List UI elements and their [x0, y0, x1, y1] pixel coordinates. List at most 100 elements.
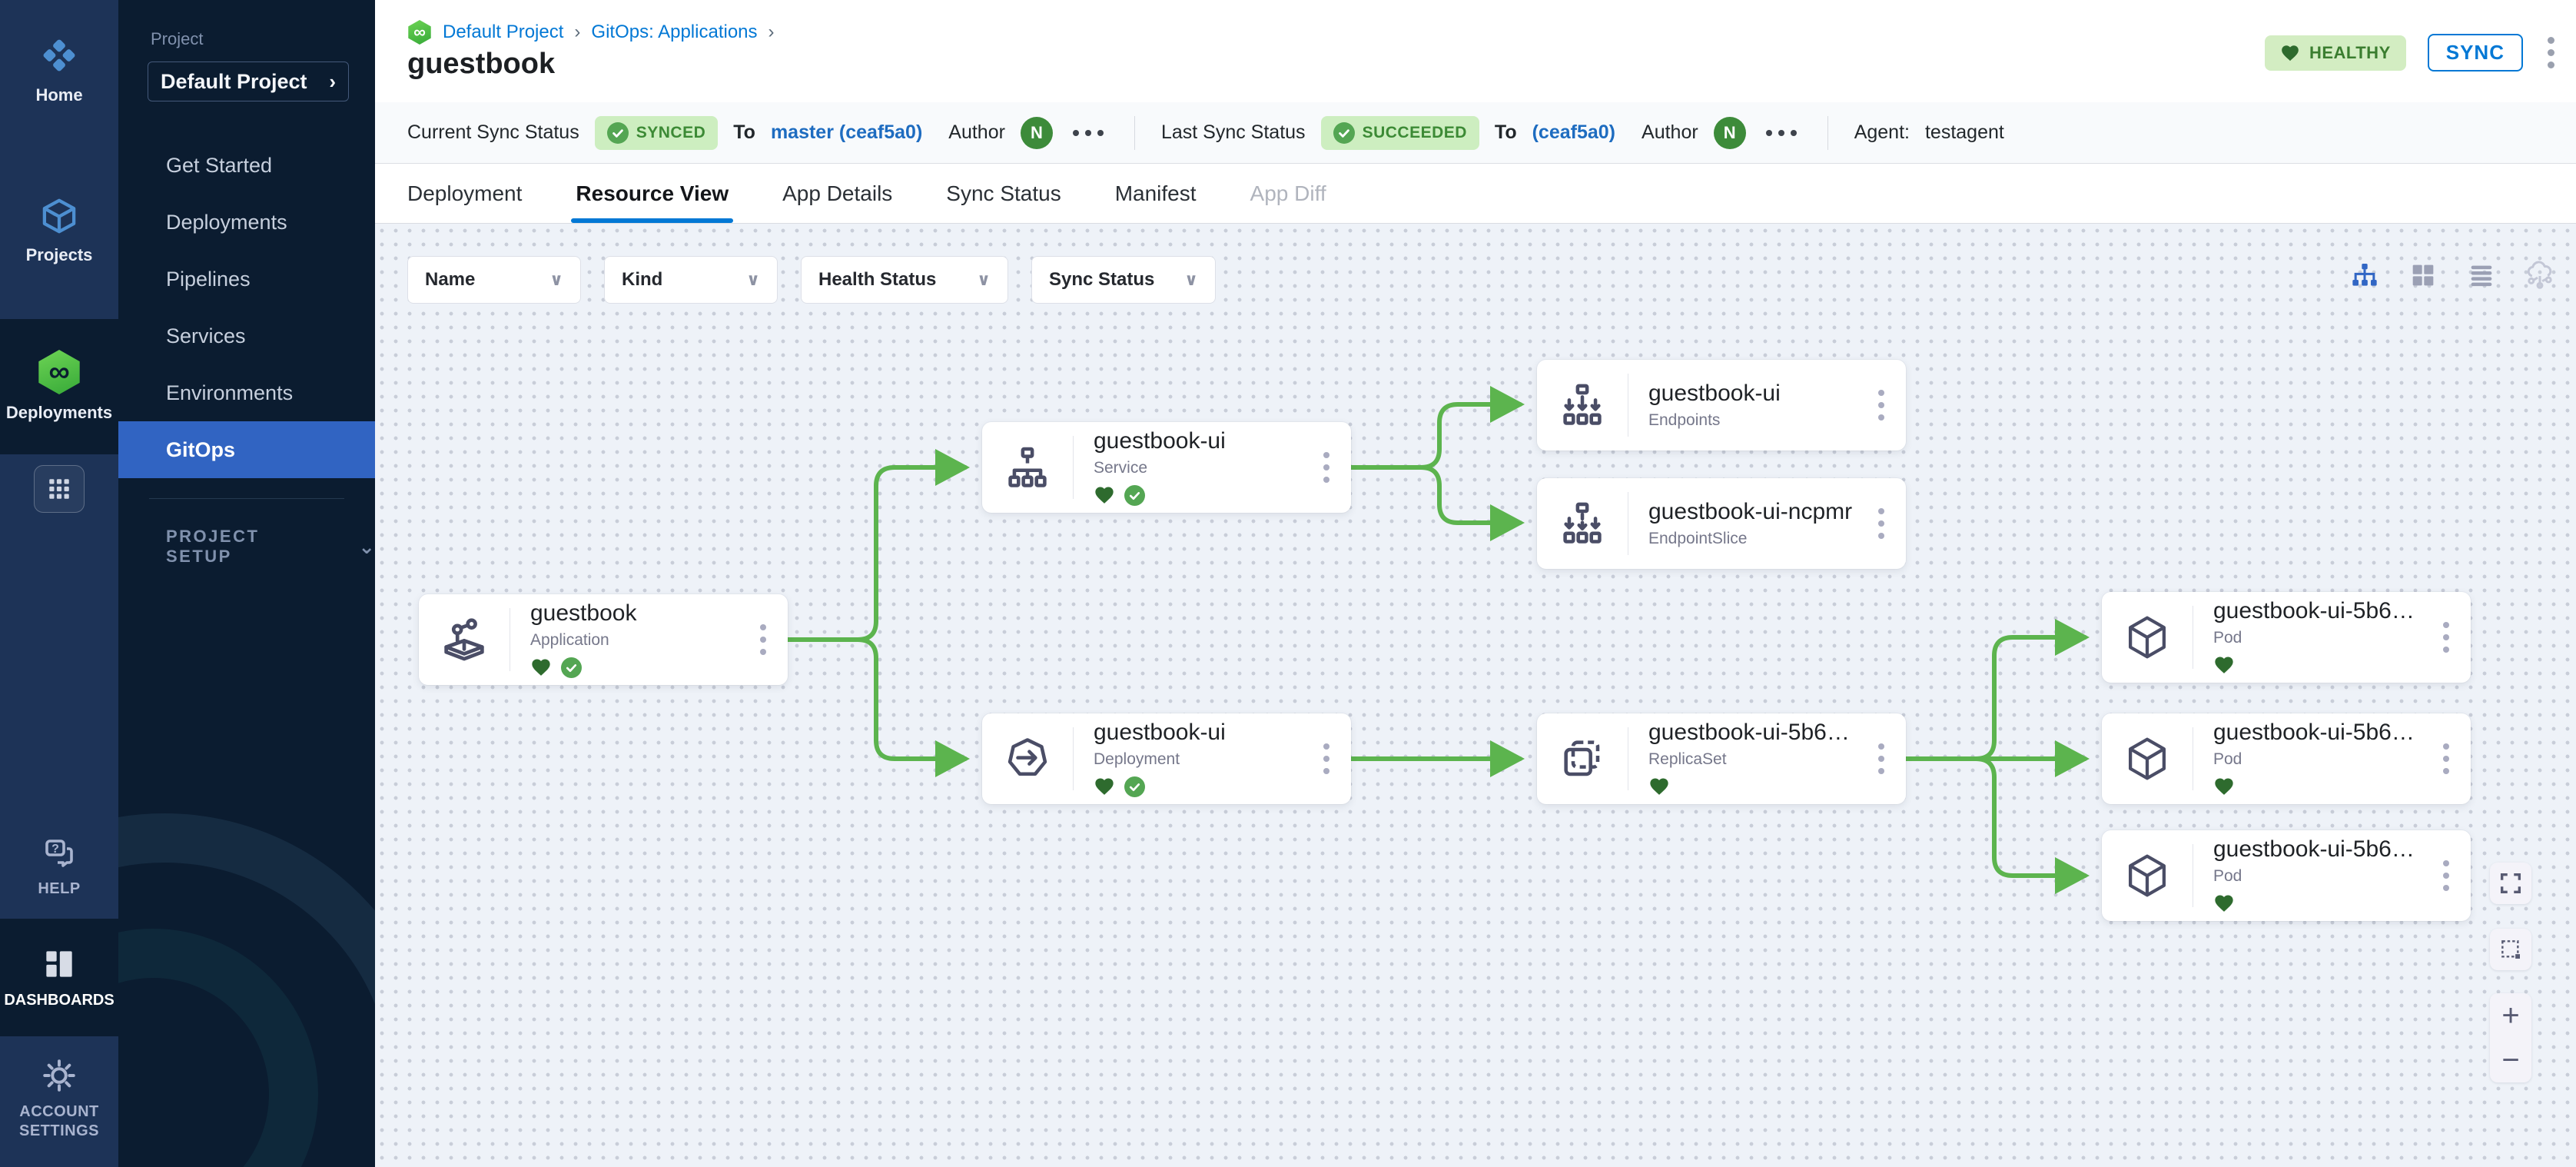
app-menu-button[interactable] — [2544, 34, 2558, 71]
fullscreen-button[interactable] — [2490, 863, 2531, 904]
node-application-guestbook[interactable]: guestbook Application — [419, 594, 788, 685]
page-title: guestbook — [407, 48, 556, 80]
last-sync-target-link[interactable]: (ceaf5a0) — [1532, 121, 1616, 143]
sidebar-label-deployments: Deployments — [5, 403, 113, 422]
nav-item-environments[interactable]: Environments — [166, 381, 294, 404]
node-endpointslice-guestbook-ui-ncpmr[interactable]: guestbook-ui-ncpmr EndpointSlice — [1537, 478, 1906, 569]
resource-kind: Pod — [2213, 629, 2242, 647]
node-menu-button[interactable] — [1874, 385, 1889, 425]
nav-item-services[interactable]: Services — [166, 324, 246, 347]
resource-kind: Service — [1094, 459, 1148, 477]
tree-view-icon — [2352, 264, 2377, 286]
node-replicaset-guestbook-ui-5b64f69597[interactable]: guestbook-ui-5b64f69597 ReplicaSet — [1537, 713, 1906, 804]
healthy-heart-icon — [2213, 776, 2235, 797]
resource-name: guestbook-ui — [1648, 381, 1781, 406]
dashboards-icon — [46, 951, 72, 977]
marquee-select-button[interactable] — [2490, 929, 2531, 970]
nav-item-get-started[interactable]: Get Started — [166, 153, 273, 177]
breadcrumb-separator: › — [574, 22, 581, 42]
sync-button[interactable]: SYNC — [2427, 34, 2523, 71]
project-setup-label: PROJECT SETUP — [166, 527, 260, 566]
node-menu-button[interactable] — [2438, 617, 2454, 657]
sidebar-item-deployments[interactable]: ∞ Deployments — [0, 319, 118, 454]
tab-manifest[interactable]: Manifest — [1114, 181, 1197, 205]
gear-icon — [43, 1059, 75, 1092]
nav-item-pipelines[interactable]: Pipelines — [166, 267, 251, 291]
resource-tree-canvas[interactable]: Name∨ Kind∨ Health Status∨ Sync Status∨ — [375, 224, 2576, 1167]
author-avatar[interactable]: N — [1713, 116, 1746, 149]
node-pod-2[interactable]: guestbook-ui-5b64f6959... Pod — [2102, 713, 2471, 804]
resource-kind: Deployment — [1094, 750, 1180, 768]
node-service-guestbook-ui[interactable]: guestbook-ui Service — [982, 422, 1351, 513]
zoom-out-button[interactable]: − — [2501, 1043, 2520, 1077]
sidebar-item-account-settings[interactable]: ACCOUNT SETTINGS — [0, 1036, 118, 1167]
author-avatar[interactable]: N — [1020, 116, 1053, 149]
edge-app-deployment — [785, 637, 970, 777]
resource-name: guestbook-ui-ncpmr — [1648, 499, 1853, 524]
author-label: Author — [1642, 121, 1698, 143]
commit-details-button[interactable] — [1068, 125, 1108, 141]
sidebar-item-dashboards[interactable]: DASHBOARDS — [0, 919, 118, 1036]
node-menu-button[interactable] — [1874, 504, 1889, 544]
chevron-down-icon: ∨ — [549, 270, 563, 289]
sidebar-watermark — [118, 929, 318, 1167]
node-menu-button[interactable] — [1319, 739, 1334, 779]
endpointslice-icon — [1537, 499, 1628, 548]
sidebar-watermark — [118, 813, 375, 1167]
chevron-down-icon: ∨ — [746, 270, 760, 289]
grid-view-toggle[interactable] — [2407, 259, 2439, 291]
agent-label: Agent: — [1854, 121, 1910, 143]
resource-name: guestbook-ui-5b64f6959... — [2213, 836, 2471, 862]
resource-kind: Pod — [2213, 867, 2242, 885]
filter-health-status-dropdown[interactable]: Health Status∨ — [801, 256, 1008, 304]
node-pod-3[interactable]: guestbook-ui-5b64f6959... Pod — [2102, 830, 2471, 921]
project-nav: Get Started Deployments Pipelines Servic… — [118, 137, 375, 478]
breadcrumb-project-link[interactable]: Default Project — [443, 22, 564, 42]
sidebar-item-home[interactable]: Home — [0, 14, 118, 126]
tab-deployment[interactable]: Deployment — [407, 181, 523, 205]
nav-item-deployments[interactable]: Deployments — [166, 210, 287, 234]
filter-sync-status-dropdown[interactable]: Sync Status∨ — [1031, 256, 1216, 304]
gitops-hexagon-icon: ∞ — [37, 350, 81, 394]
project-setup-toggle[interactable]: PROJECT SETUP ⌄ — [166, 527, 375, 567]
edge-service-endpoints — [1349, 386, 1525, 470]
node-menu-button[interactable] — [2438, 856, 2454, 896]
node-menu-button[interactable] — [1874, 739, 1889, 779]
agent-value: testagent — [1924, 121, 2004, 143]
node-pod-1[interactable]: guestbook-ui-5b64f6959... Pod — [2102, 592, 2471, 683]
grid-dots-icon — [49, 478, 69, 499]
succeeded-badge: SUCCEEDED — [1320, 115, 1479, 150]
cluster-view-toggle[interactable] — [2524, 259, 2556, 291]
resource-kind: Pod — [2213, 750, 2242, 768]
current-sync-target-link[interactable]: master (ceaf5a0) — [770, 121, 923, 143]
module-switcher-button[interactable] — [34, 464, 85, 513]
node-menu-button[interactable] — [1319, 447, 1334, 487]
filter-name-dropdown[interactable]: Name∨ — [407, 256, 581, 304]
edge-replicaset-pod3 — [1904, 756, 2090, 894]
nav-item-gitops[interactable]: GitOps — [118, 421, 375, 478]
sidebar-item-help[interactable]: ? HELP — [0, 815, 118, 919]
node-endpoints-guestbook-ui[interactable]: guestbook-ui Endpoints — [1537, 360, 1906, 451]
chevron-down-icon: ∨ — [977, 270, 991, 289]
svg-text:?: ? — [51, 843, 59, 856]
node-deployment-guestbook-ui[interactable]: guestbook-ui Deployment — [982, 713, 1351, 804]
tree-view-toggle[interactable] — [2349, 259, 2381, 291]
commit-details-button[interactable] — [1761, 125, 1801, 141]
node-menu-button[interactable] — [755, 620, 771, 660]
tab-resource-view[interactable]: Resource View — [571, 164, 733, 223]
zoom-in-button[interactable]: + — [2501, 999, 2520, 1032]
primary-sidebar: Home Projects ∞ Deployments — [0, 0, 118, 1167]
tab-sync-status[interactable]: Sync Status — [946, 181, 1061, 205]
project-sidebar: Project Default Project › Get Started De… — [118, 0, 375, 1167]
list-view-toggle[interactable] — [2465, 259, 2498, 291]
resource-name: guestbook-ui — [1094, 428, 1226, 454]
breadcrumb-applications-link[interactable]: GitOps: Applications — [591, 22, 758, 42]
sidebar-item-projects[interactable]: Projects — [0, 175, 118, 286]
node-menu-button[interactable] — [2438, 739, 2454, 779]
home-icon — [43, 39, 75, 71]
filter-kind-dropdown[interactable]: Kind∨ — [604, 256, 778, 304]
project-selector[interactable]: Default Project › — [148, 62, 349, 101]
tab-app-details[interactable]: App Details — [782, 181, 893, 205]
synced-check-icon — [561, 657, 582, 678]
